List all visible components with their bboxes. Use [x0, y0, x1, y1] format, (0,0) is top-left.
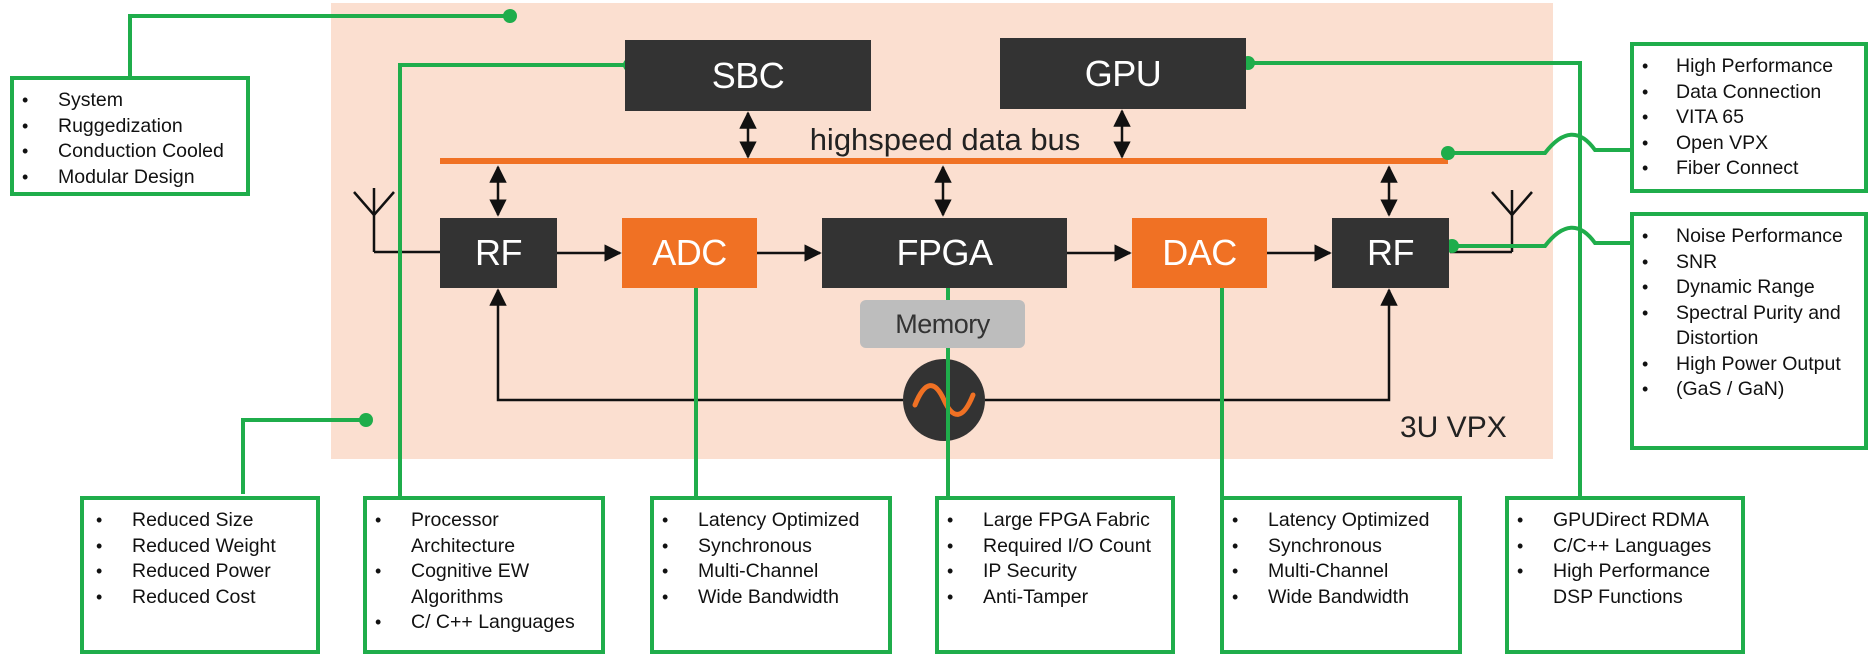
callout-gpu: GPUDirect RDMA C/C++ Languages High Perf… — [1505, 496, 1745, 654]
sbc-block: SBC — [625, 40, 871, 111]
list-item: Reduced Power — [96, 559, 308, 585]
list-item: Reduced Cost — [96, 585, 308, 611]
list-item: High Performance — [1642, 54, 1856, 80]
list-item: Synchronous — [1232, 534, 1450, 560]
list-item: Wide Bandwidth — [662, 585, 880, 611]
list-item: Fiber Connect — [1642, 156, 1856, 182]
list-item: Spectral Purity and Distortion — [1642, 301, 1856, 352]
list-item: Reduced Size — [96, 508, 308, 534]
list-item: SNR — [1642, 250, 1856, 276]
list-item: Latency Optimized — [662, 508, 880, 534]
sbc-label: SBC — [711, 54, 785, 96]
list-item: IP Security — [947, 559, 1163, 585]
list-item: GPUDirect RDMA — [1517, 508, 1733, 534]
list-item: High Power Output — [1642, 352, 1856, 378]
list-item: Modular Design — [22, 165, 238, 191]
list-item: C/C++ Languages — [1517, 534, 1733, 560]
list-item: Multi-Channel — [662, 559, 880, 585]
memory-label: Memory — [895, 308, 990, 339]
rf-right-label: RF — [1367, 232, 1415, 273]
callout-rf: Noise Performance SNR Dynamic Range Spec… — [1630, 212, 1868, 450]
list-item: Large FPGA Fabric — [947, 508, 1163, 534]
rf-left-label: RF — [475, 232, 523, 273]
callout-dac: Latency Optimized Synchronous Multi-Chan… — [1220, 496, 1462, 654]
list-item: VITA 65 — [1642, 105, 1856, 131]
list-item: High Performance DSP Functions — [1517, 559, 1733, 610]
memory-block: Memory — [860, 300, 1025, 348]
callout-bus: High Performance Data Connection VITA 65… — [1630, 42, 1868, 193]
list-item: Required I/O Count — [947, 534, 1163, 560]
rf-left-block: RF — [440, 218, 557, 288]
callout-adc: Latency Optimized Synchronous Multi-Chan… — [650, 496, 892, 654]
list-item: Wide Bandwidth — [1232, 585, 1450, 611]
adc-label: ADC — [652, 232, 727, 273]
list-item: Multi-Channel — [1232, 559, 1450, 585]
list-item: Latency Optimized — [1232, 508, 1450, 534]
callout-fpga: Large FPGA Fabric Required I/O Count IP … — [935, 496, 1175, 654]
bus-label: highspeed data bus — [809, 122, 1081, 157]
callout-system: System Ruggedization Conduction Cooled M… — [10, 76, 250, 196]
list-item: Cognitive EW Algorithms — [375, 559, 593, 610]
gpu-block: GPU — [1000, 38, 1246, 109]
gpu-label: GPU — [1084, 52, 1162, 94]
fpga-block: FPGA — [822, 218, 1067, 288]
list-item: Conduction Cooled — [22, 139, 238, 165]
list-item: (GaS / GaN) — [1642, 377, 1856, 403]
callout-sbc: Processor Architecture Cognitive EW Algo… — [363, 496, 605, 654]
adc-block: ADC — [622, 218, 757, 288]
dac-label: DAC — [1162, 232, 1237, 273]
dac-block: DAC — [1132, 218, 1267, 288]
list-item: Open VPX — [1642, 131, 1856, 157]
list-item: Anti-Tamper — [947, 585, 1163, 611]
list-item: System — [22, 88, 238, 114]
list-item: C/ C++ Languages — [375, 610, 593, 636]
rf-right-block: RF — [1332, 218, 1449, 288]
list-item: Processor Architecture — [375, 508, 593, 559]
callout-swap: Reduced Size Reduced Weight Reduced Powe… — [80, 496, 320, 654]
antenna-icon — [353, 188, 440, 254]
list-item: Synchronous — [662, 534, 880, 560]
list-item: Ruggedization — [22, 114, 238, 140]
list-item: Data Connection — [1642, 80, 1856, 106]
oscillator-icon — [903, 359, 985, 441]
form-factor-label: 3U VPX — [1400, 411, 1507, 444]
list-item: Noise Performance — [1642, 224, 1856, 250]
antenna-icon — [1450, 190, 1533, 254]
fpga-label: FPGA — [896, 232, 993, 273]
list-item: Reduced Weight — [96, 534, 308, 560]
list-item: Dynamic Range — [1642, 275, 1856, 301]
